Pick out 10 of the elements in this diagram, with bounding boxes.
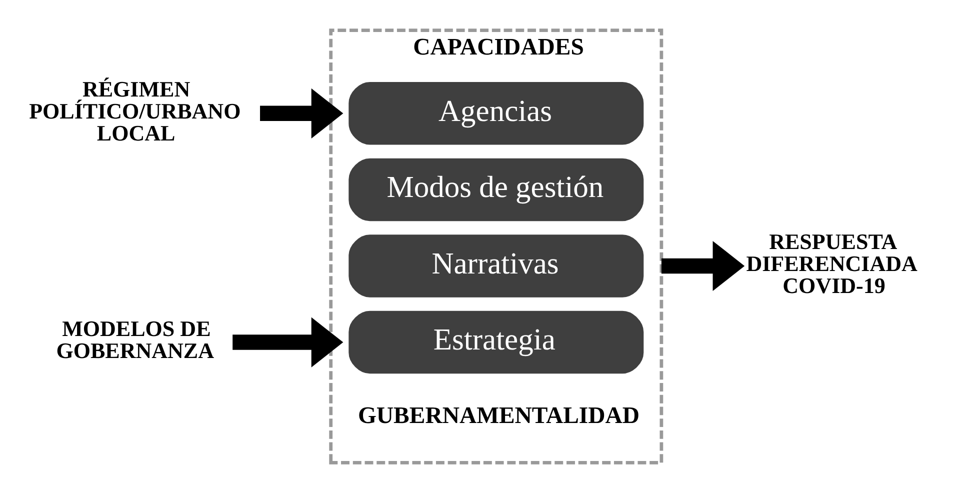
arrow: [661, 240, 745, 291]
arrow: [232, 316, 344, 367]
node-box: Modos de gestión: [348, 158, 644, 221]
node-text: RESPUESTA DIFERENCIADA COVID-19: [746, 228, 918, 298]
node-box: Estrategia: [348, 310, 644, 374]
node-text: MODELOS DE GOBERNANZA: [56, 316, 214, 363]
node-box: Narrativas: [348, 234, 644, 297]
node-box: Agencias: [348, 82, 644, 144]
node-text: RÉGIMEN POLÍTICO/URBANO LOCAL: [29, 76, 241, 145]
arrow: [260, 88, 344, 138]
